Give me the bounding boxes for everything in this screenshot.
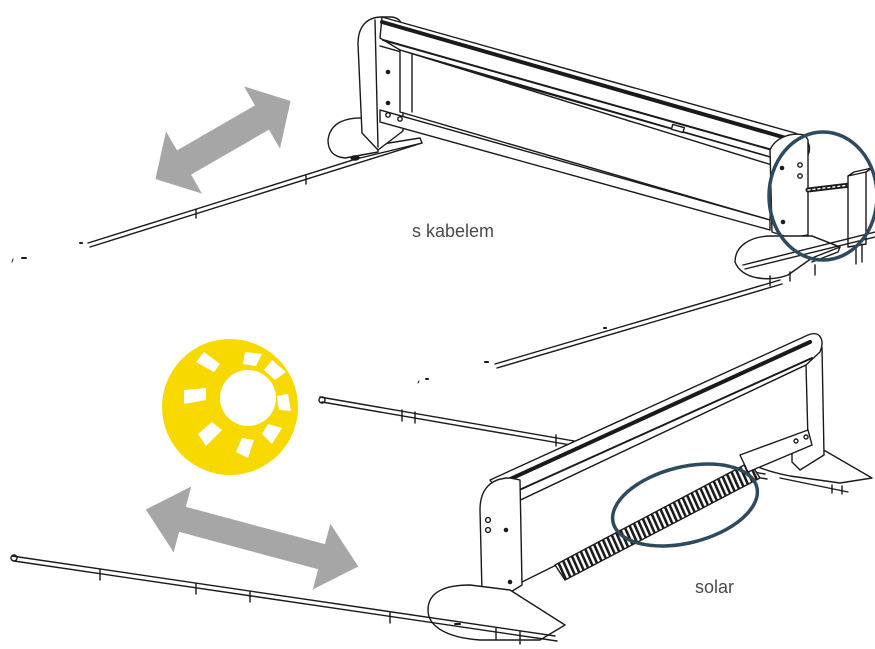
caption-cable: s kabelem bbox=[412, 221, 495, 241]
caption-solar: solar bbox=[695, 577, 735, 597]
sun-icon bbox=[162, 339, 298, 475]
double-arrow-icon bbox=[155, 86, 291, 194]
heater-cable-variant bbox=[11, 16, 875, 384]
heater-solar-variant bbox=[10, 333, 873, 645]
solar-highlight-ring bbox=[610, 462, 760, 548]
cable-highlight-ring bbox=[767, 130, 875, 262]
double-arrow-icon bbox=[145, 486, 359, 590]
